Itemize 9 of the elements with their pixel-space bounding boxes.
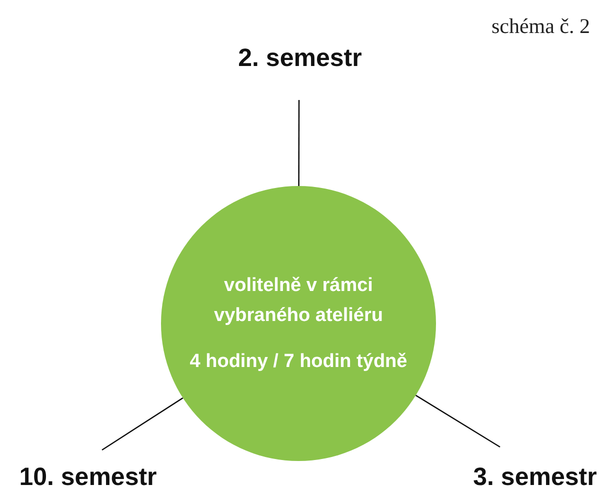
diagram-title: schéma č. 2 (491, 14, 590, 39)
connector-line (415, 394, 500, 448)
semester-label: 3. semestr (473, 463, 597, 492)
circle-text: 4 hodiny / 7 hodin týdně (188, 350, 408, 374)
connector-line (298, 100, 300, 186)
semester-label: 10. semestr (19, 463, 157, 492)
circle-text: volitelně v rámci vybraného ateliéru (213, 274, 384, 328)
semester-label: 2. semestr (238, 44, 362, 73)
connector-line (102, 397, 184, 451)
